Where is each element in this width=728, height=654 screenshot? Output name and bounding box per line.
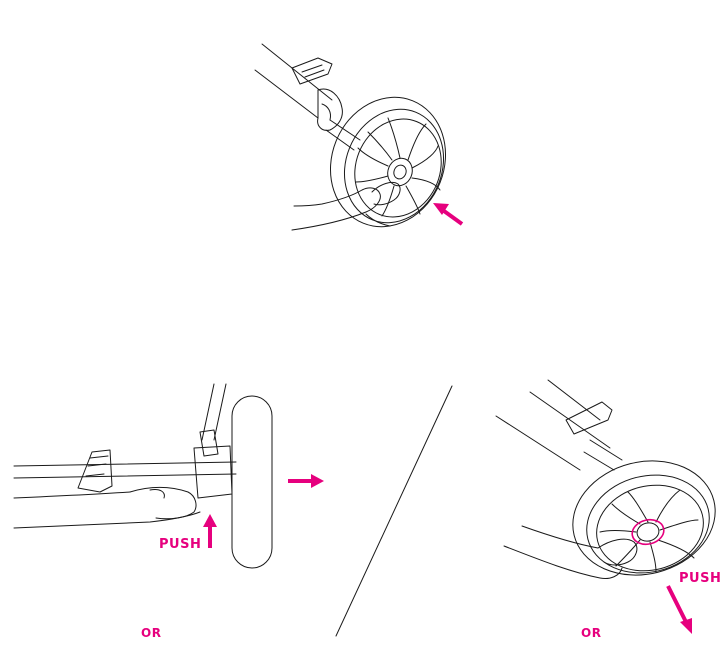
bl-arm-upper	[14, 492, 130, 498]
bl-frame-bottom	[14, 474, 236, 478]
top-wrist-line	[366, 214, 390, 226]
br-frame-line	[548, 380, 600, 420]
top-wheel-spokes	[356, 118, 440, 216]
bl-arm-lower	[14, 512, 200, 528]
top-wheel-hub	[384, 155, 417, 190]
top-push-arrow-shaft	[444, 211, 462, 224]
bl-release-block	[194, 446, 232, 498]
push-label-left: PUSH	[159, 538, 201, 551]
top-axle-tube	[326, 120, 360, 150]
top-arm-upper-line	[262, 44, 332, 100]
push-label-right: PUSH	[679, 572, 721, 585]
br-hand	[598, 539, 637, 565]
bl-thumb	[150, 489, 164, 498]
or-label-right: OR	[581, 627, 601, 639]
bl-wheel-side	[232, 396, 272, 568]
top-wheel-hub-cap	[392, 163, 408, 180]
top-gripping-hand	[318, 89, 343, 130]
br-arm-lower	[496, 416, 580, 470]
top-lower-hand	[292, 188, 380, 230]
top-bracket-ribs	[302, 65, 324, 77]
bottom-left-panel	[14, 384, 272, 568]
bl-frame-top	[14, 462, 236, 466]
top-wheel-rim	[328, 94, 460, 238]
top-bracket	[292, 58, 332, 84]
panel-divider	[336, 386, 452, 636]
br-arm-upper	[530, 392, 610, 448]
br-bracket	[566, 402, 612, 434]
top-wheel-panel	[255, 44, 465, 244]
top-arm-lower-line	[255, 70, 318, 118]
bl-push-arrow-head	[203, 514, 217, 527]
br-wheel-hub	[635, 521, 661, 544]
br-wheel-spokes	[600, 490, 698, 572]
br-wheel-tire-outer	[561, 446, 728, 590]
br-axle-tube	[584, 440, 622, 470]
br-pull-arrow-head	[680, 618, 692, 634]
br-pull-arrow-shaft	[668, 586, 686, 622]
top-finger-line	[322, 104, 331, 120]
br-wheel-rim-inner	[587, 474, 712, 582]
or-label-left: OR	[141, 627, 161, 639]
bottom-right-panel	[496, 380, 727, 590]
bl-pull-arrow-head	[311, 474, 324, 488]
